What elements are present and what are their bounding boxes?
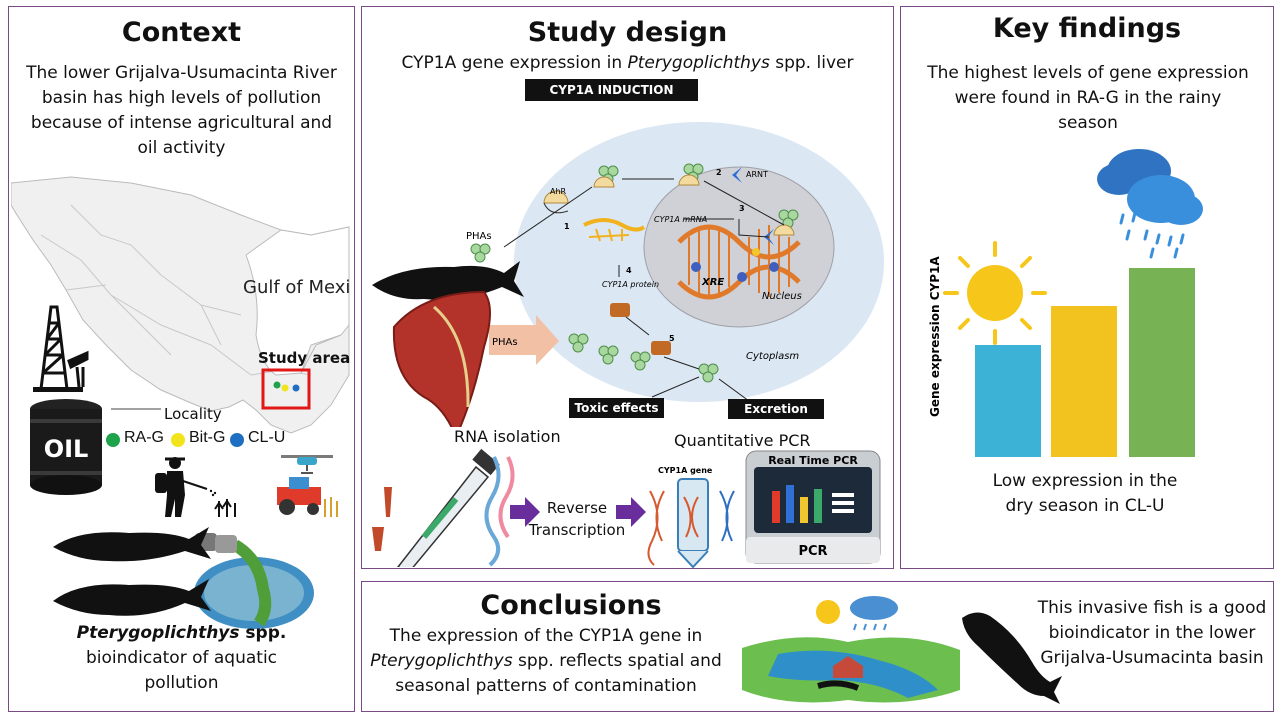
realtime-pcr-machine: Real Time PCR PCR (745, 450, 881, 564)
oil-barrel-icon: OIL (30, 399, 102, 495)
rna-isolation-label: RNA isolation (454, 427, 561, 446)
oil-derrick-icon (33, 305, 89, 392)
toxic-effects-box: Toxic effects (569, 398, 664, 418)
cyp1a-induction-diagram: XRE Nucleus Cytoplasm AhR 1 ARNT 2 3 4 5 (372, 122, 884, 427)
legend-bit-g-dot (171, 433, 185, 447)
conclusions-right-text: This invasive fish is a good bioindicato… (1037, 598, 1267, 668)
key-findings-text-bottom: Low expression in the dry season in CL-U (992, 471, 1178, 516)
qpcr-label: Quantitative PCR (674, 431, 811, 450)
conclusions-text-suffix: spp. reflects spatial and seasonal patte… (395, 651, 722, 696)
context-title: Context (121, 17, 242, 48)
ahr-label: AhR (550, 187, 567, 196)
sun-icon (943, 241, 1047, 345)
xre-label: XRE (701, 277, 724, 288)
context-panel: Context The lower Grijalva-Usumacinta Ri… (8, 6, 355, 712)
expression-bars (975, 268, 1195, 457)
site-bit-g-marker (281, 384, 289, 392)
context-text: The lower Grijalva-Usumacinta River basi… (26, 63, 337, 158)
cyp1a-induction-banner: CYP1A INDUCTION (525, 79, 698, 101)
legend-cl-u-dot (230, 433, 244, 447)
conclusions-text: The expression of the CYP1A gene in Pter… (366, 624, 726, 699)
step-2-label: 2 (716, 168, 722, 177)
excretion-box: Excretion (728, 399, 824, 419)
subtitle-prefix: CYP1A gene expression in (401, 53, 628, 73)
reverse-transcription-label: Reverse Transcription (528, 499, 626, 539)
pcr-tube-illustration: CYP1A gene (647, 466, 735, 569)
nucleus-label: Nucleus (762, 291, 802, 302)
landscape-flood-illustration (742, 596, 960, 703)
bioindicator-text: bioindicator of aquatic pollution (85, 648, 278, 693)
protein-label: CYP1A protein (602, 280, 659, 289)
bar-bit-g (1051, 306, 1117, 457)
step-5-label: 5 (669, 334, 675, 343)
site-cl-u-marker (292, 384, 300, 392)
rain-cloud-icon (1097, 149, 1203, 259)
cell-nucleus (643, 166, 835, 328)
fish-silhouette-study (372, 261, 524, 300)
conclusions-species: Pterygoplichthys (370, 651, 513, 671)
fish-silhouette-conclusion (962, 612, 1062, 704)
bar-cl-u (975, 345, 1041, 457)
rna-isolation-illustration (372, 448, 515, 567)
step-3-label: 3 (739, 204, 745, 213)
bioindicator-caption: Pterygoplichthys spp. bioindicator of aq… (19, 621, 344, 696)
realtime-pcr-label: Real Time PCR (768, 454, 858, 467)
key-findings-panel: Key findings The highest levels of gene … (900, 6, 1274, 569)
step-1-label: 1 (564, 222, 570, 231)
cyp1a-gene-label: CYP1A gene (658, 466, 713, 475)
farmer-spraying-icon (155, 457, 236, 517)
arnt-label: ARNT (746, 170, 768, 179)
bar-ra-g (1129, 268, 1195, 457)
key-findings-ylabel: Gene expression CYP1A (928, 256, 942, 417)
conclusions-title: Conclusions (480, 590, 662, 621)
step-4-label: 4 (626, 266, 632, 275)
fish-pollution-illustration (53, 527, 314, 629)
liver-illustration (392, 290, 491, 427)
phas-label-1: PHAs (466, 231, 492, 242)
oil-label: OIL (44, 435, 89, 463)
key-findings-chart: Gene expression CYP1A (928, 149, 1203, 457)
subtitle-species: Pterygoplichthys (627, 53, 770, 73)
context-species-name: Pterygoplichthys (76, 623, 240, 643)
study-design-panel: Study design CYP1A gene expression in Pt… (361, 6, 894, 569)
fish-silhouette-2 (53, 579, 211, 616)
legend-ra-g-label: RA-G (124, 429, 164, 446)
legend-ra-g-dot (106, 433, 120, 447)
conclusions-panel: Conclusions The expression of the CYP1A … (361, 581, 1274, 712)
phas-label-2: PHAs (492, 337, 518, 348)
conclusions-text-prefix: The expression of the CYP1A gene in (389, 626, 703, 646)
context-species-suffix: spp. (239, 623, 287, 643)
study-area-box (261, 368, 311, 410)
drone-tractor-icon (277, 455, 338, 517)
site-ra-g-marker (273, 381, 281, 389)
subtitle-suffix: spp. liver (769, 53, 854, 73)
study-design-subtitle: CYP1A gene expression in Pterygoplichthy… (362, 51, 893, 76)
fish-silhouette-1 (53, 527, 211, 562)
rt-arrow-2 (616, 497, 646, 527)
locality-label: Locality (164, 405, 222, 423)
rt-arrow-1 (510, 497, 540, 527)
study-design-title: Study design (527, 17, 728, 48)
locality-legend: RA-G Bit-G CL-U (106, 429, 356, 451)
cytoplasm-label: Cytoplasm (746, 351, 799, 362)
study-area-label: Study area (258, 349, 350, 367)
legend-bit-g-label: Bit-G (189, 429, 226, 446)
pcr-label: PCR (798, 544, 827, 559)
key-findings-title: Key findings (992, 13, 1182, 44)
gulf-label: Gulf of Mexico (243, 277, 351, 298)
legend-cl-u-label: CL-U (248, 429, 286, 446)
key-findings-text-top: The highest levels of gene expression we… (927, 63, 1249, 133)
mrna-label: CYP1A mRNA (654, 215, 707, 224)
